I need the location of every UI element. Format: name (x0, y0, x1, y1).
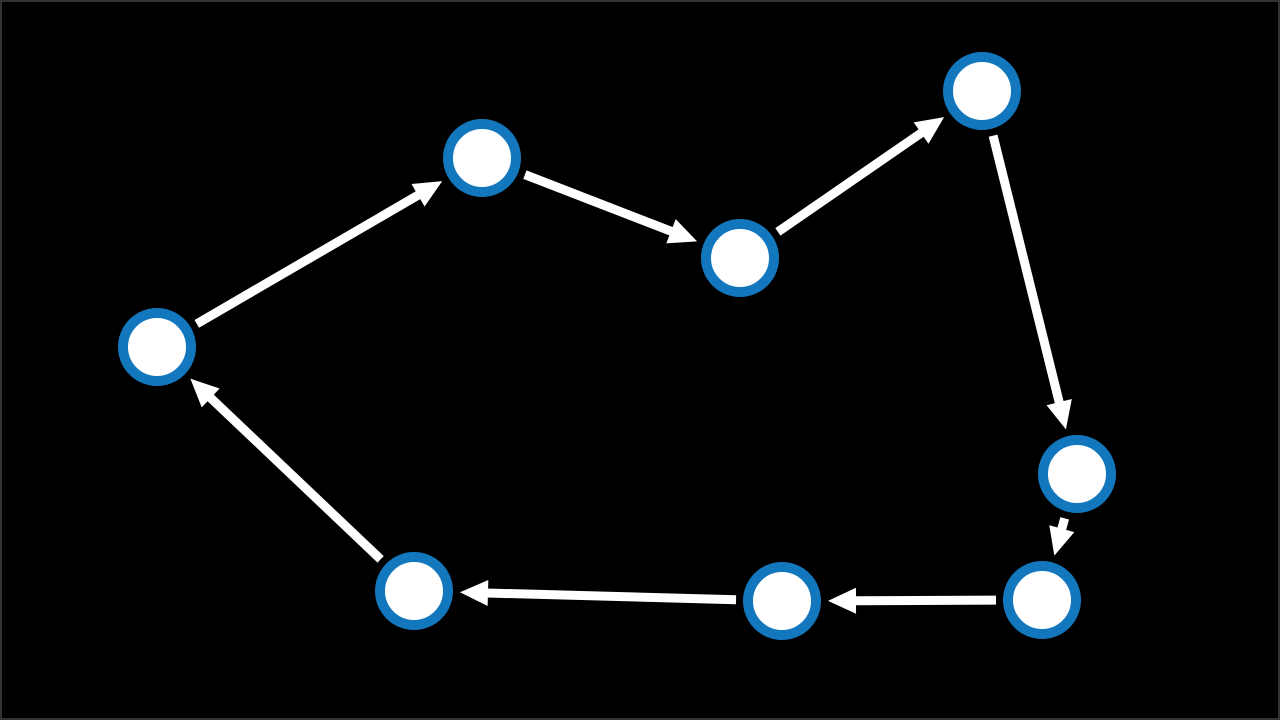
edge-n1-to-n2 (194, 181, 443, 328)
edge-line (1056, 517, 1070, 532)
node-bottom-left (375, 552, 453, 630)
arrowhead-icon (1049, 525, 1075, 556)
node-upper-left (443, 119, 521, 197)
node-top-right (943, 52, 1021, 130)
edge-n7-to-n8 (459, 580, 737, 607)
arrowhead-icon (459, 580, 489, 607)
node-bottom-right (1003, 561, 1081, 639)
arrowhead-icon (190, 378, 220, 408)
edge-line (775, 128, 926, 236)
edge-n4-to-n5 (988, 134, 1072, 430)
edge-line (988, 134, 1065, 406)
edge-line (206, 393, 384, 563)
edge-n5-to-n6 (1049, 517, 1075, 556)
edge-line (194, 190, 423, 328)
edge-line (485, 588, 737, 605)
edge-line (523, 170, 675, 237)
edge-n8-to-n1 (190, 378, 384, 563)
edge-n2-to-n3 (523, 170, 698, 244)
arrowhead-icon (827, 587, 857, 614)
node-bottom-middle (743, 562, 821, 640)
edge-line (853, 595, 997, 606)
arrowhead-icon (411, 181, 443, 207)
arrowhead-icon (666, 219, 698, 244)
node-right (1038, 435, 1116, 513)
node-top-middle (701, 219, 779, 297)
arrowhead-icon (913, 117, 945, 144)
edge-n6-to-n7 (827, 587, 997, 614)
node-left (118, 308, 196, 386)
edge-n3-to-n4 (775, 117, 945, 236)
arrowhead-icon (1046, 399, 1072, 430)
